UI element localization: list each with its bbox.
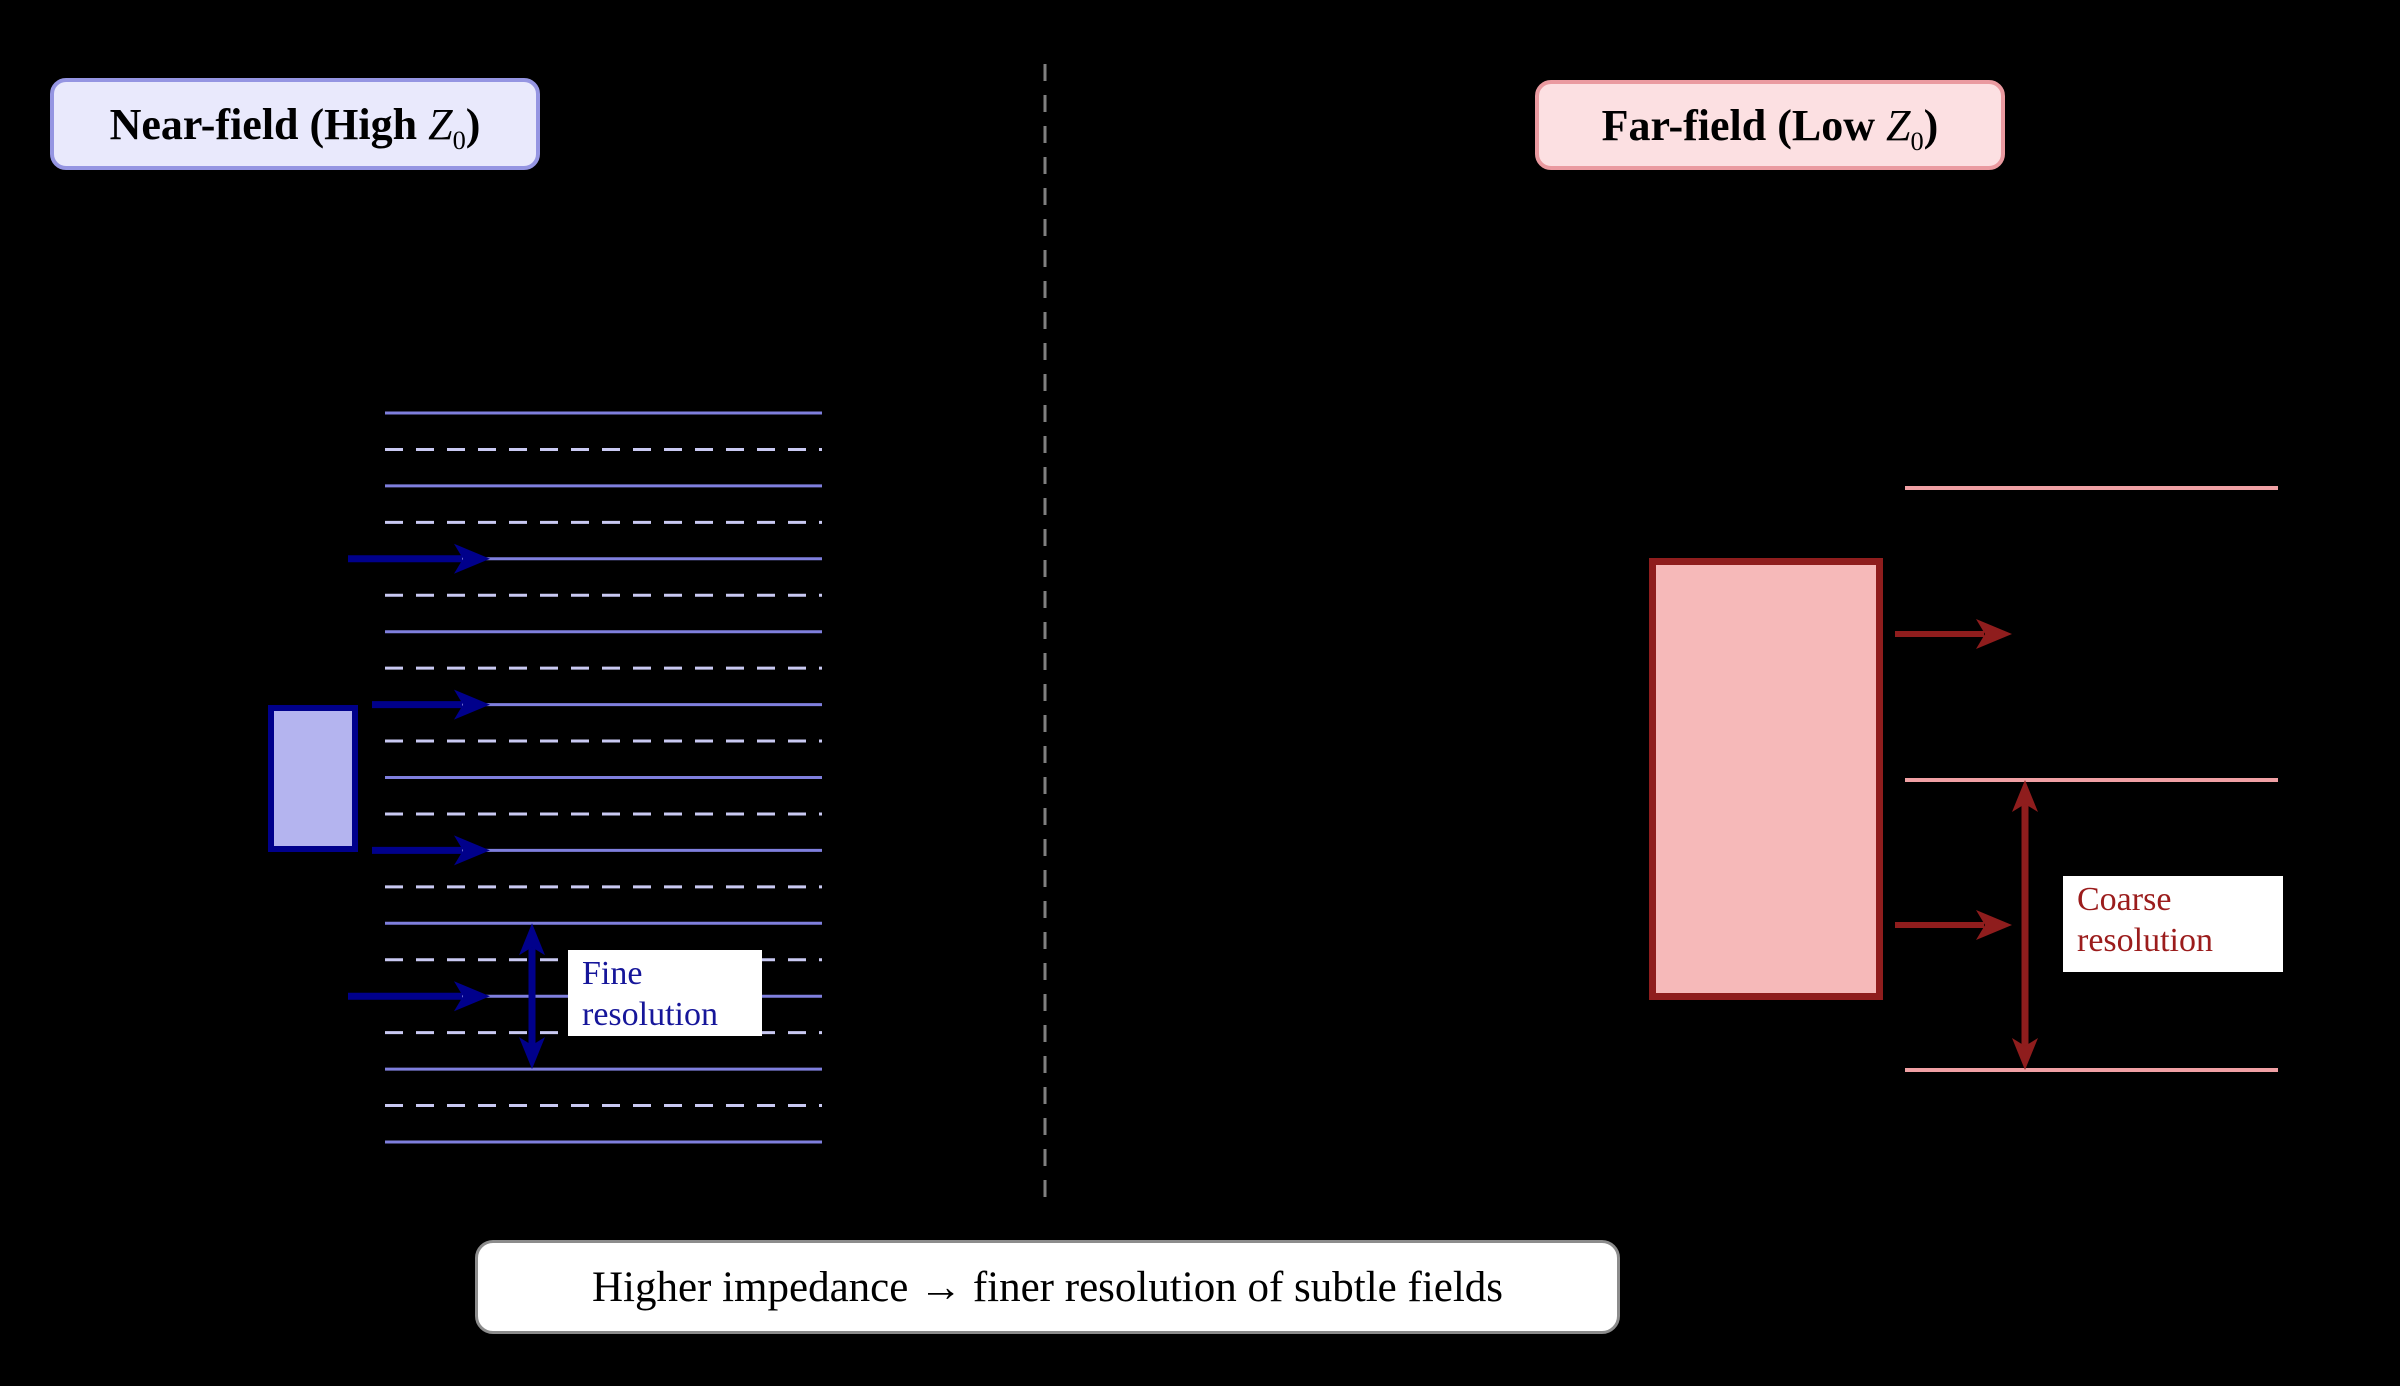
near-field-header: Near-field (High Z0) bbox=[50, 78, 540, 170]
near-field-header-prefix: Near-field (High bbox=[109, 99, 429, 149]
fine-resolution-label: Fine resolution bbox=[568, 950, 762, 1036]
fine-resolution-span-arrow-head-bottom bbox=[519, 1037, 545, 1070]
impedance-subscript: 0 bbox=[1910, 125, 1924, 156]
impedance-subscript: 0 bbox=[452, 124, 466, 155]
far-field-arrow-head bbox=[1976, 619, 2012, 649]
far-field-header: Far-field (Low Z0) bbox=[1535, 80, 2005, 170]
near-field-source-rect bbox=[268, 705, 358, 852]
caption-text: Higher impedance → finer resolution of s… bbox=[591, 1263, 1504, 1311]
far-field-source-rect bbox=[1649, 558, 1883, 1000]
far-field-header-prefix: Far-field (Low bbox=[1601, 100, 1886, 150]
caption-box: Higher impedance → finer resolution of s… bbox=[475, 1240, 1620, 1334]
far-field-header-text: Far-field (Low Z0) bbox=[1601, 100, 1939, 154]
fine-resolution-span-arrow-head-top bbox=[519, 923, 545, 956]
coarse-resolution-span-arrow-head-top bbox=[2012, 780, 2038, 812]
far-field-arrow-head bbox=[1976, 910, 2012, 940]
impedance-variable: Z bbox=[1885, 100, 1911, 150]
near-field-arrow-head bbox=[454, 981, 490, 1012]
coarse-resolution-span-arrow-head-bottom bbox=[2012, 1038, 2038, 1070]
coarse-resolution-label: Coarse resolution bbox=[2063, 876, 2283, 972]
near-field-arrow-head bbox=[454, 543, 490, 574]
near-field-header-text: Near-field (High Z0) bbox=[109, 99, 481, 153]
near-field-arrow-head bbox=[454, 689, 490, 720]
near-field-header-suffix: ) bbox=[465, 99, 481, 149]
coarse-resolution-line1: Coarse bbox=[2077, 881, 2172, 918]
fine-resolution-line1: Fine bbox=[582, 955, 643, 992]
near-field-arrow-head bbox=[454, 835, 490, 866]
far-field-header-suffix: ) bbox=[1923, 100, 1939, 150]
impedance-variable: Z bbox=[428, 99, 453, 149]
fine-resolution-line2: resolution bbox=[582, 996, 718, 1033]
coarse-resolution-line2: resolution bbox=[2077, 922, 2213, 959]
